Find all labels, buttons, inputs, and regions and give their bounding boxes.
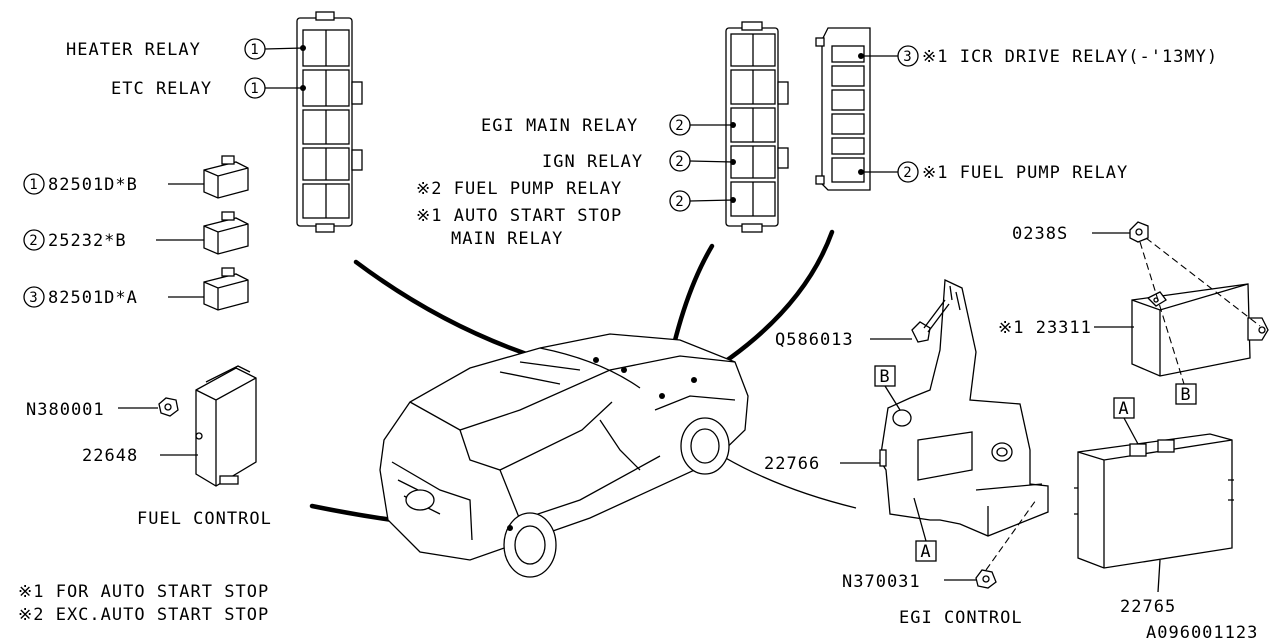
icr-drive-relay-label: ※1 ICR DRIVE RELAY(-'13MY): [922, 47, 1218, 67]
fuel-pump-relay-exc-label: ※2 FUEL PUMP RELAY: [416, 179, 622, 199]
label-icr-drive-relay: 3 ※1 ICR DRIVE RELAY(-'13MY): [861, 45, 1218, 67]
label-heater-relay: HEATER RELAY 1: [66, 38, 304, 60]
etc-relay-label: ETC RELAY: [111, 79, 212, 99]
bracket-22766-label: 22766: [764, 454, 820, 474]
tag-a-ecu: A: [1113, 397, 1139, 445]
screw-0238s: [1129, 221, 1261, 385]
tag-b-icr: B: [1175, 383, 1197, 405]
heater-relay-label: HEATER RELAY: [66, 40, 201, 60]
ref-circle-2: 2: [903, 165, 912, 181]
label-egi-main-relay: EGI MAIN RELAY 2: [481, 114, 733, 136]
egi-main-relay-label: EGI MAIN RELAY: [481, 116, 638, 136]
tag-b: B: [879, 367, 890, 387]
fuel-pump-relay-label: ※1 FUEL PUMP RELAY: [922, 163, 1128, 183]
auto-start-stop-label: ※1 AUTO START STOP: [416, 206, 622, 226]
tag-a-bracket: A: [913, 497, 937, 562]
ref-circle-2: 2: [29, 233, 38, 249]
note-exc-auto-start-stop: ※2 EXC.AUTO START STOP: [18, 605, 269, 625]
module-22648-label: 22648: [82, 446, 138, 466]
tag-b: B: [1180, 385, 1191, 405]
relay-part-3: 3 82501D*A: [23, 267, 249, 311]
relay-part-2: 2 25232*B: [23, 211, 249, 255]
tag-a: A: [920, 542, 931, 562]
main-relay-label: MAIN RELAY: [451, 229, 563, 249]
relay-box-center: [725, 21, 789, 233]
fuel-control-label: FUEL CONTROL: [137, 509, 272, 529]
label-etc-relay: ETC RELAY 1: [111, 77, 303, 99]
egi-control-label: EGI CONTROL: [899, 608, 1023, 628]
bolt-q586013-label: Q586013: [775, 330, 854, 350]
ref-circle-2: 2: [675, 194, 684, 210]
fuel-control-module: [158, 365, 257, 487]
ref-circle-1: 1: [250, 81, 259, 97]
icr-23311-label: ※1 23311: [998, 318, 1092, 338]
tag-b-bracket: B: [874, 365, 901, 411]
ref-circle-2: 2: [675, 154, 684, 170]
relay-box-left: [296, 11, 363, 233]
icr-unit-23311: [1131, 283, 1269, 377]
note-for-auto-start-stop: ※1 FOR AUTO START STOP: [18, 582, 269, 602]
label-ign-relay: IGN RELAY 2: [542, 150, 734, 172]
drawing-code: A096001123: [1146, 623, 1258, 640]
ref-circle-1: 1: [29, 177, 38, 193]
label-fuel-pump-relay: 2 ※1 FUEL PUMP RELAY: [861, 161, 1128, 183]
tag-a: A: [1118, 399, 1129, 419]
ref-circle-3: 3: [29, 290, 38, 306]
part-number-82501d-a: 82501D*A: [48, 288, 138, 308]
nut-n370031: [975, 499, 1037, 589]
nut-n370031-label: N370031: [842, 572, 921, 592]
nut-n380001-label: N380001: [26, 400, 105, 420]
part-number-82501d-b: 82501D*B: [48, 175, 138, 195]
car-illustration: [379, 333, 749, 578]
relay-box-right: [815, 27, 871, 191]
ecu-22765: [1074, 433, 1234, 569]
ref-circle-3: 3: [903, 49, 912, 65]
ref-circle-1: 1: [250, 42, 259, 58]
egi-bracket: [879, 279, 1049, 537]
screw-0238s-label: 0238S: [1012, 224, 1068, 244]
ref-circle-2: 2: [675, 118, 684, 134]
ign-relay-label: IGN RELAY: [542, 152, 643, 172]
part-number-25232-b: 25232*B: [48, 231, 127, 251]
ecu-22765-label: 22765: [1120, 597, 1176, 617]
bolt-q586013: [911, 299, 950, 343]
label-fuel-pump-auto-start: ※2 FUEL PUMP RELAY ※1 AUTO START STOP MA…: [416, 179, 734, 249]
relay-part-1: 1 82501D*B: [23, 155, 249, 199]
